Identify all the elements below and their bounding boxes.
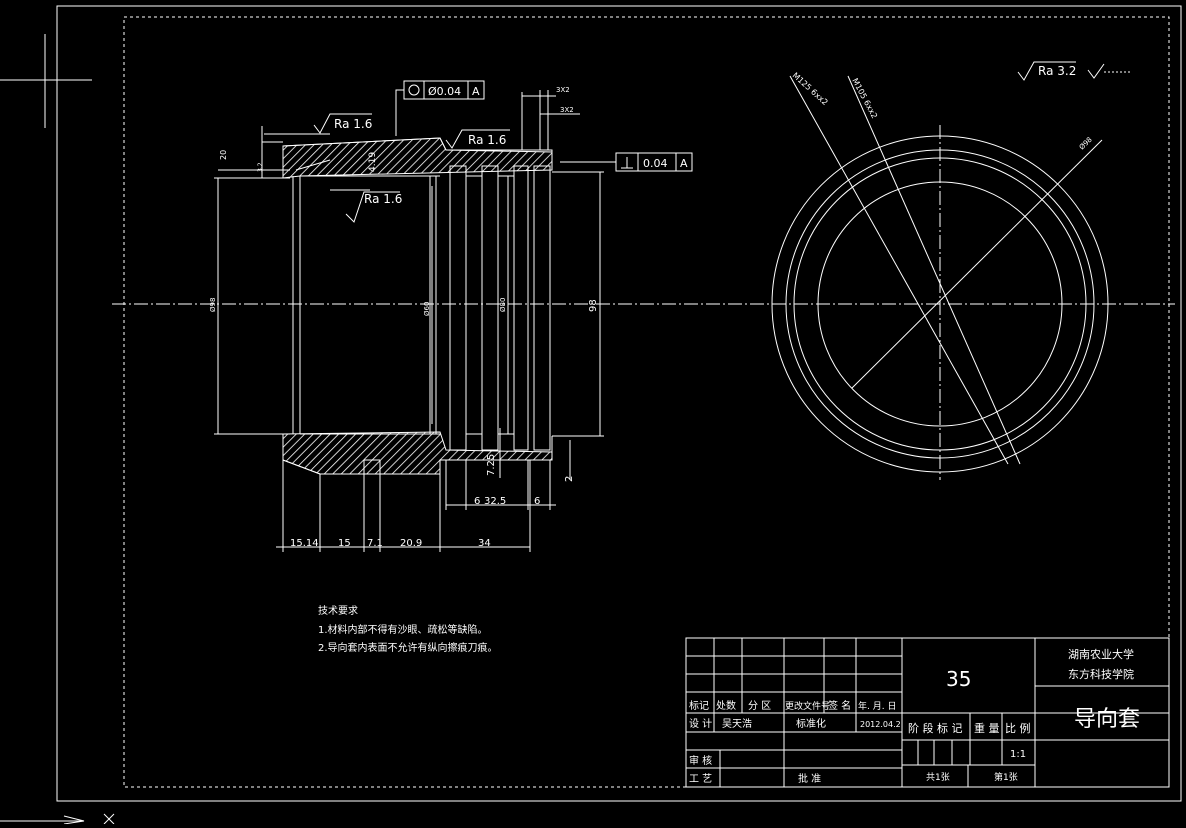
roughness-inner: Ra 1.6 [364,192,402,206]
dim-34: 34 [478,538,491,549]
dim-6-right: 6 [534,496,540,507]
dim-7-25: 7.25 [486,454,497,476]
bottom-wall-hatch [282,431,553,475]
review-label: 审 核 [689,754,712,767]
header-count: 处数 [716,699,736,712]
dim-7-1: 7.1 [367,538,383,549]
std-label: 标准化 [796,717,826,730]
roughness-outer-mid: Ra 1.6 [468,133,506,147]
title-block [685,637,1170,788]
dim-3-2: 3.2 [257,162,264,172]
ucs-icon [0,813,115,825]
chamfer-top-2: 3X2 [560,106,574,114]
sheets-total: 共1张 [926,772,950,783]
material-text: 35 [946,667,971,691]
header-zone: 分 区 [748,700,771,712]
weight-label: 重 量 [974,721,1000,735]
process-label: 工 艺 [689,773,712,785]
perpendicularity-value: 0.04 [643,157,668,170]
school-line-1: 湖南农业大学 [1068,647,1134,661]
circle-callout: Ø98 [1078,136,1094,152]
dim-6-left: 6 [474,496,480,507]
dimension-lines [214,61,1132,552]
designer-label: 设 计 [689,717,712,730]
crosshair-cursor [0,34,92,128]
perpendicularity-datum: A [680,157,688,170]
sheet-number: 第1张 [994,771,1018,783]
dim-2: 2 [564,476,575,482]
dim-4-19: 4.19 [368,152,378,172]
dim-15: 15 [338,538,351,549]
end-view [771,75,1109,473]
roundness-datum: A [472,85,480,98]
scale-value: 1:1 [1010,749,1026,760]
bore-callout-2: M125 6xx2 [791,71,830,107]
designer-name: 吴天浩 [722,718,752,730]
notes-title: 技术要求 [318,604,358,617]
annotation-texts: Ra 1.6 Ra 1.6 Ra 1.6 Ra 3.2 Ø0.04 A 0.04… [334,64,1094,206]
header-docno: 更改文件号 [785,700,830,712]
header-date: 年. 月. 日 [858,700,896,712]
part-name: 导向套 [1074,707,1140,732]
approve-label: 批 准 [798,772,821,785]
notes-line-1: 1.材料内部不得有沙眼、疏松等缺陷。 [318,623,488,636]
dim-98-left: Ø98 [209,298,217,312]
inner-border [123,16,1170,788]
dim-20: 20 [219,150,228,160]
technical-notes: 技术要求 1.材料内部不得有沙眼、疏松等缺陷。 2.导向套内表面不允许有纵向擦痕… [318,604,498,654]
dim-98-right: 98 [588,299,599,312]
school-line-2: 东方科技学院 [1068,667,1134,681]
header-mark: 标记 [689,700,709,712]
roughness-general: Ra 3.2 [1038,64,1076,78]
dim-20-9: 20.9 [400,538,422,549]
scale-label: 比 例 [1005,721,1031,735]
chamfer-top-1: 3X2 [556,86,570,94]
outer-border [56,5,1182,802]
header-sign: 签 名 [828,699,851,712]
dimension-texts: 15.14 15 7.1 20.9 34 6 32.5 6 7.25 98 Ø9… [209,150,599,549]
dim-groove: Ø80 [499,298,507,312]
roughness-outer-top: Ra 1.6 [334,117,372,131]
dim-bore: Ø60 [423,302,431,316]
section-view [282,137,553,475]
stage-label: 阶 段 标 记 [908,721,963,735]
notes-line-2: 2.导向套内表面不允许有纵向擦痕刀痕。 [318,641,498,654]
dim-32-5: 32.5 [484,496,506,507]
design-date: 2012.04.2 [860,720,901,729]
roundness-value: Ø0.04 [428,85,461,98]
title-block-texts: 35 湖南农业大学 东方科技学院 导向套 标记 处数 分 区 更改文件号 签 名… [689,647,1140,785]
dim-15-14: 15.14 [290,538,319,549]
gdt-frames [403,80,693,172]
